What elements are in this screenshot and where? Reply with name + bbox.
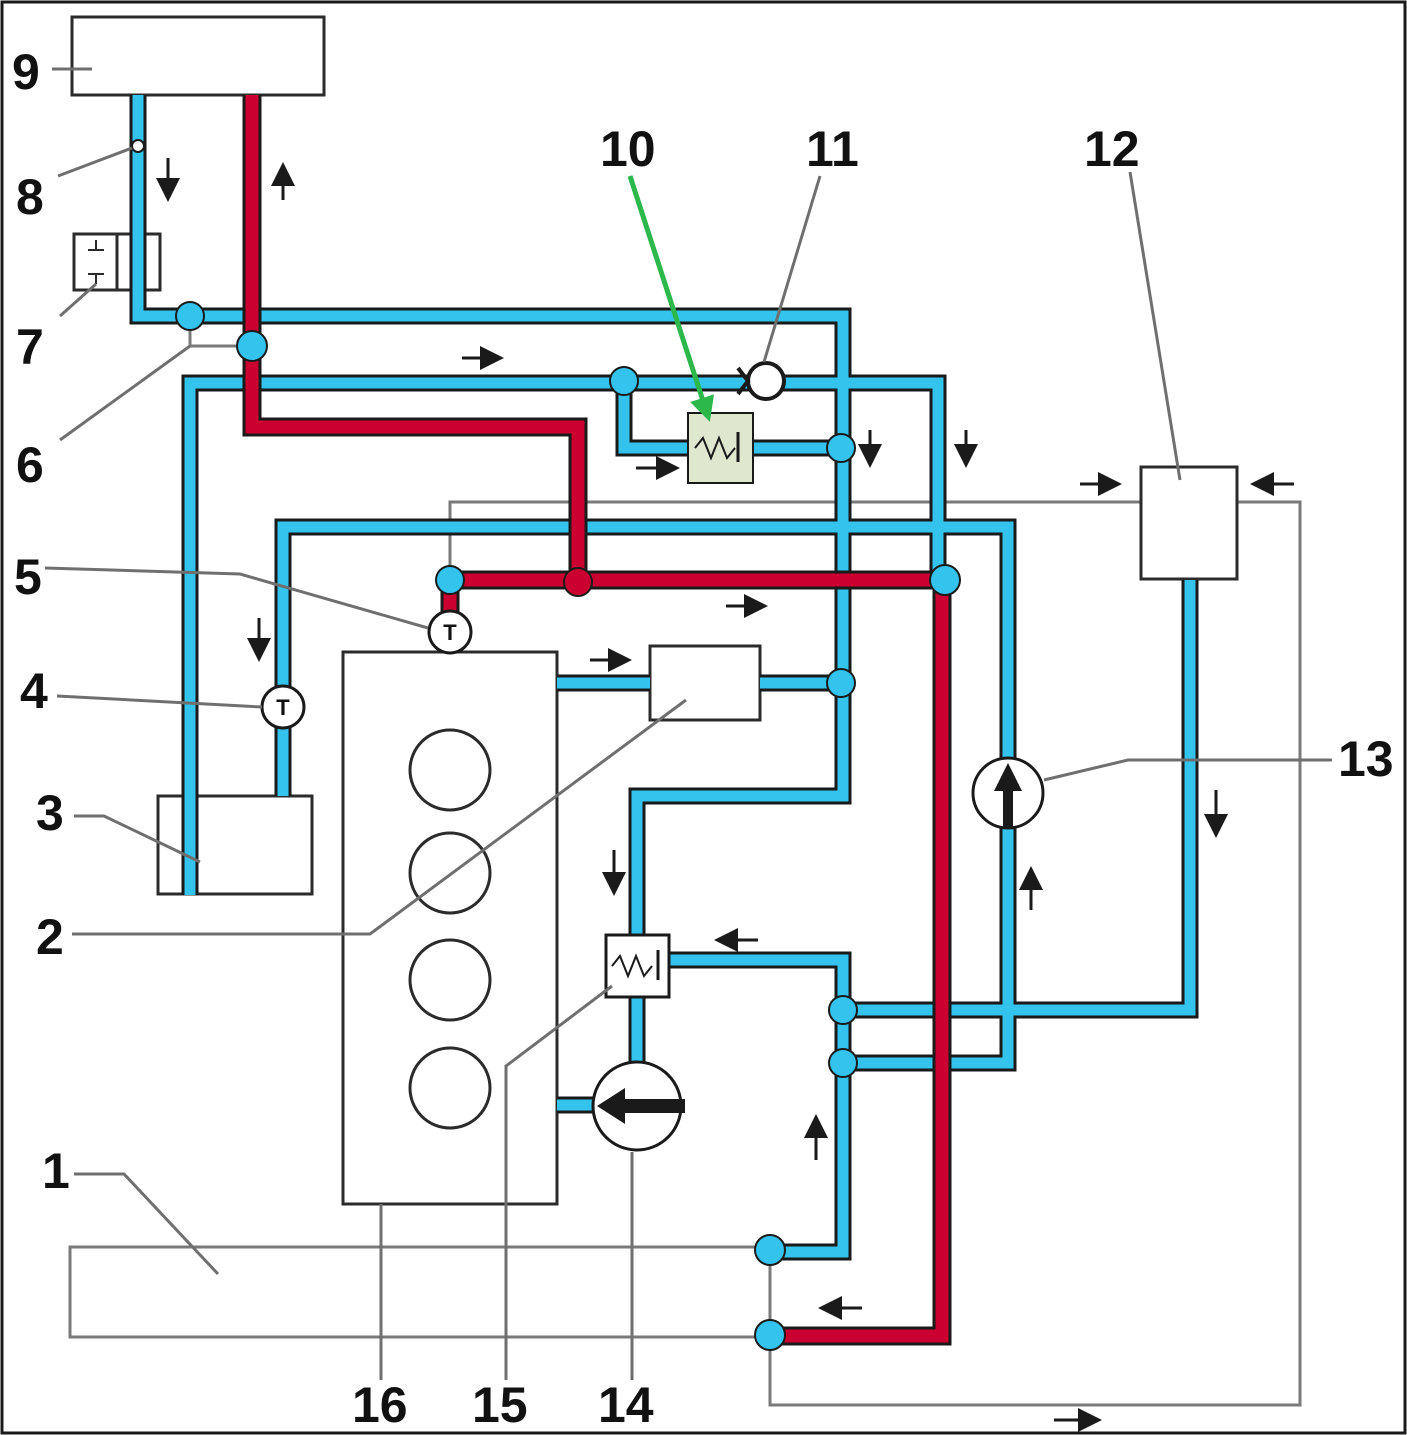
temp-sensor-5: T xyxy=(427,609,473,655)
expansion-tank-box xyxy=(70,15,326,97)
pump-14 xyxy=(591,1060,685,1152)
leader-lines xyxy=(44,67,1332,1380)
label-9: 9 xyxy=(12,44,40,100)
temp-sensor-4: T xyxy=(260,684,306,730)
valve-15 xyxy=(604,933,671,999)
callout-labels: 9 8 7 6 5 4 3 2 1 10 11 12 13 14 15 16 xyxy=(12,44,1394,1433)
label-14: 14 xyxy=(598,1377,654,1433)
pump-13 xyxy=(971,756,1045,830)
label-13: 13 xyxy=(1338,731,1394,787)
label-15: 15 xyxy=(472,1377,528,1433)
svg-text:T: T xyxy=(276,695,290,720)
label-5: 5 xyxy=(14,549,42,605)
label-4: 4 xyxy=(20,663,48,719)
label-1: 1 xyxy=(42,1143,70,1199)
valve-7-box xyxy=(72,232,162,292)
hot-coolant-pipes xyxy=(242,95,952,1346)
label-8: 8 xyxy=(16,169,44,225)
highlight-arrow xyxy=(627,175,715,422)
component-2-box xyxy=(648,644,762,722)
label-2: 2 xyxy=(36,909,64,965)
label-11: 11 xyxy=(806,121,859,177)
label-12: 12 xyxy=(1084,121,1140,177)
component-12-box xyxy=(1139,465,1239,581)
label-6: 6 xyxy=(16,437,44,493)
label-16: 16 xyxy=(352,1377,408,1433)
label-10: 10 xyxy=(600,121,656,177)
check-valve-11 xyxy=(736,361,786,401)
heater-core-box xyxy=(156,794,314,896)
label-7: 7 xyxy=(16,319,44,375)
flow-arrows xyxy=(156,158,1294,1432)
label-3: 3 xyxy=(36,785,64,841)
svg-text:T: T xyxy=(443,620,457,645)
junction-nodes xyxy=(131,139,961,1351)
valve-10 xyxy=(687,412,754,484)
